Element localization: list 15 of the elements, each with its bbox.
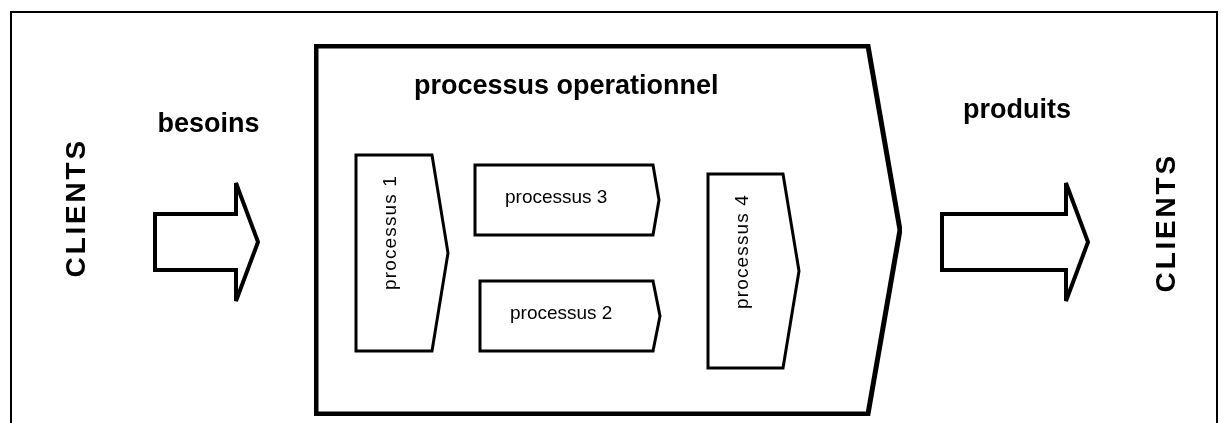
actor-label: CLIENTS bbox=[1148, 120, 1184, 325]
actor-label: CLIENTS bbox=[58, 105, 94, 310]
block-arrow bbox=[153, 181, 261, 303]
block-arrow bbox=[940, 181, 1091, 303]
process-chevron bbox=[314, 44, 902, 416]
process-label: processus 4 bbox=[732, 194, 751, 309]
process-box bbox=[473, 163, 661, 237]
process-label: processus 1 bbox=[380, 175, 399, 290]
process-title: processus operationnel bbox=[414, 72, 719, 99]
process-label: processus 2 bbox=[510, 303, 613, 322]
process-box bbox=[354, 153, 450, 353]
edge-label: produits bbox=[963, 96, 1071, 123]
process-label: processus 3 bbox=[505, 187, 608, 206]
process-box bbox=[706, 172, 801, 370]
process-box bbox=[478, 279, 662, 353]
